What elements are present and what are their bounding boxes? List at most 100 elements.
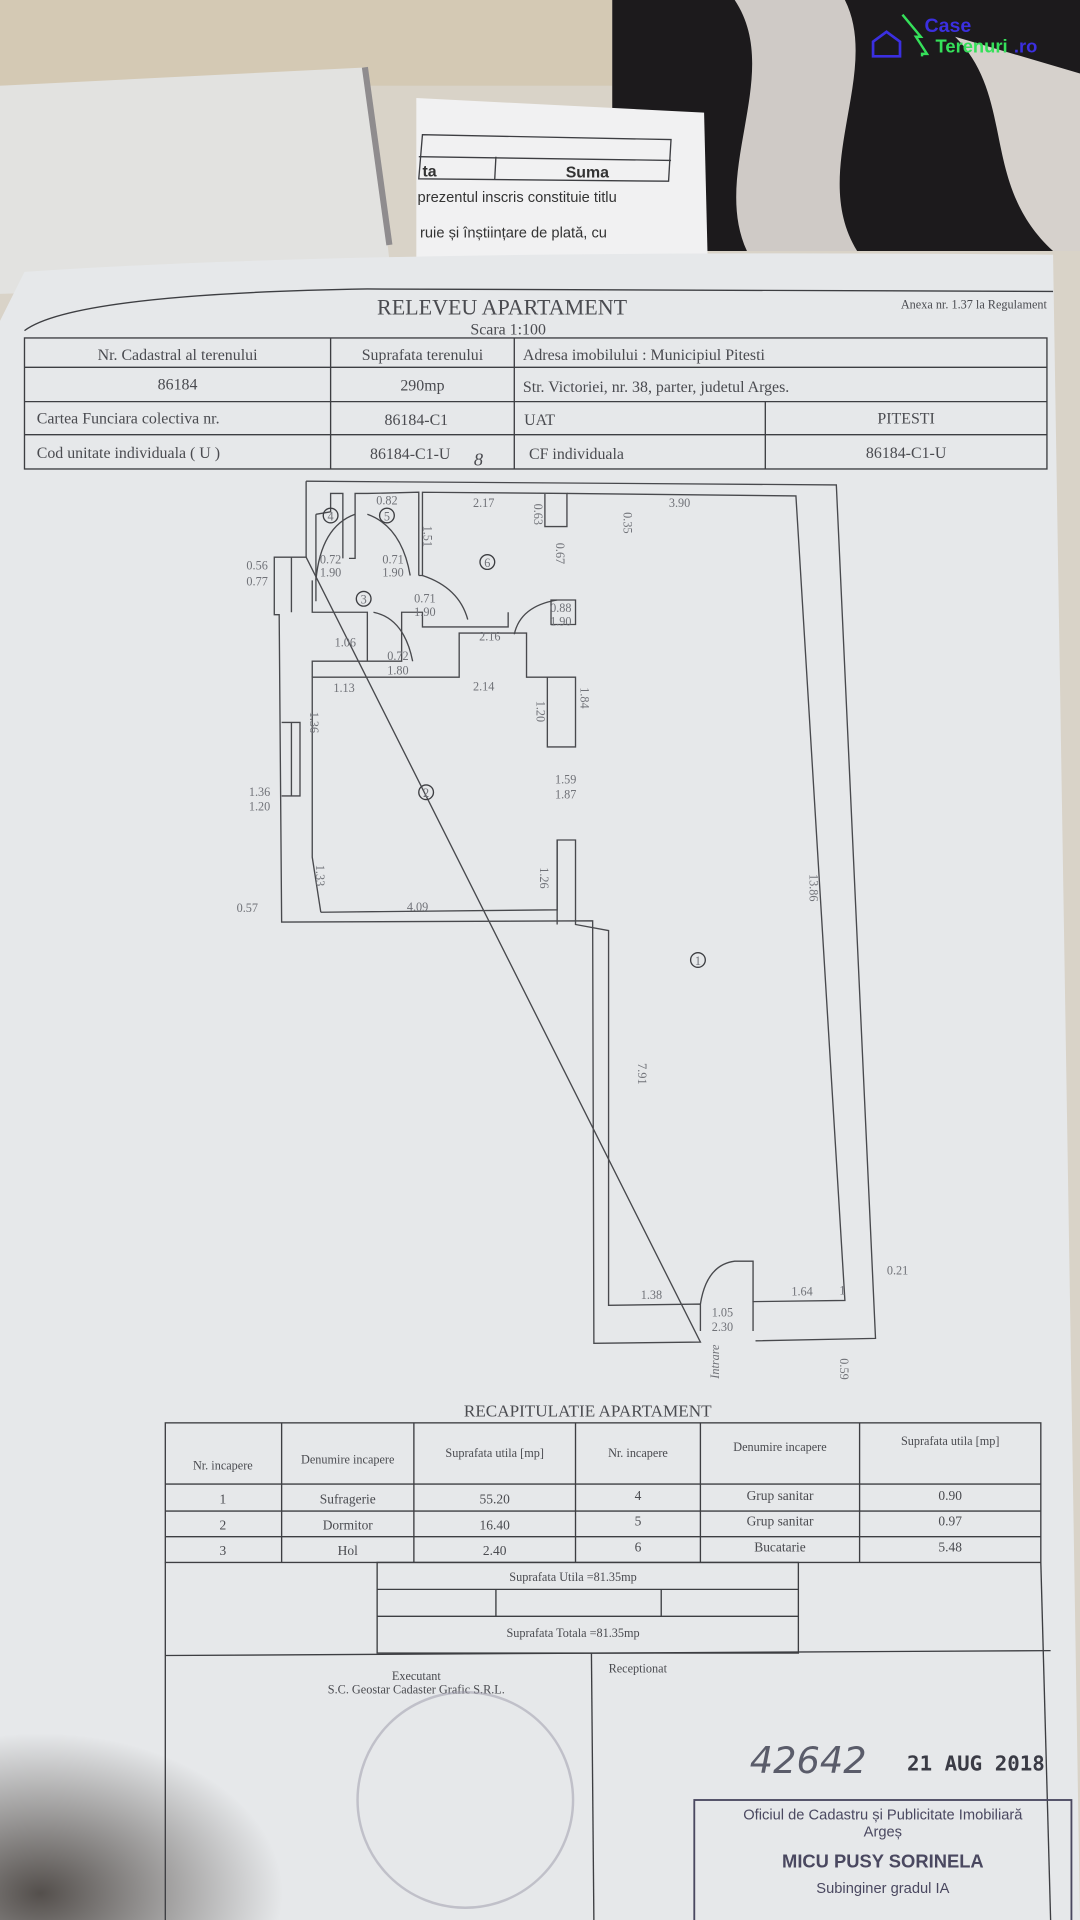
company-seal bbox=[356, 1691, 575, 1909]
room-4-marker: 4 bbox=[328, 509, 334, 523]
room-6-marker: 6 bbox=[484, 556, 490, 570]
dim-label: 1.13 bbox=[333, 681, 354, 695]
dim-label: 1.20 bbox=[533, 701, 547, 722]
table-cell: 0.90 bbox=[938, 1488, 962, 1503]
table-cell: 2 bbox=[219, 1517, 226, 1532]
dim-label: 1.90 bbox=[414, 605, 435, 619]
table-cell: Grup sanitar bbox=[747, 1488, 814, 1503]
dim-label: 1.38 bbox=[641, 1288, 662, 1302]
dim-label: 1.05 bbox=[712, 1305, 733, 1319]
cf-individual-value: 86184-C1-U bbox=[866, 445, 947, 462]
dim-label: 13.86 bbox=[806, 874, 820, 902]
received-label: Receptionat bbox=[609, 1662, 668, 1676]
dim-label: 0.71 bbox=[414, 591, 435, 605]
land-area-value: 290mp bbox=[400, 378, 444, 395]
table-row: 1 Sufragerie 55.20 4 Grup sanitar 0.90 bbox=[219, 1488, 962, 1507]
dim-label: 0.59 bbox=[837, 1358, 851, 1379]
table-cell: Hol bbox=[338, 1543, 358, 1558]
dim-label: 1.36 bbox=[249, 785, 270, 799]
table-cell: 4 bbox=[635, 1488, 642, 1503]
table-cell: 1 bbox=[219, 1492, 226, 1507]
dim-label: 1.84 bbox=[577, 687, 591, 708]
dim-label: 4.09 bbox=[407, 900, 428, 914]
dim-label: 1.90 bbox=[550, 615, 571, 629]
dim-label: 7.91 bbox=[635, 1063, 649, 1084]
recap-table: RECAPITULATIE APARTAMENT Nr. incapere De… bbox=[164, 1402, 1052, 1920]
annex-label: Anexa nr. 1.37 la Regulament bbox=[901, 298, 1048, 312]
tree-icon bbox=[901, 13, 930, 57]
room-1-marker: 1 bbox=[695, 954, 701, 968]
dim-label: 1.90 bbox=[382, 566, 403, 580]
signature-block: Executant S.C. Geostar Cadaster Grafic S… bbox=[165, 1649, 1073, 1920]
dim-label: 3.90 bbox=[669, 496, 690, 510]
dim-label: 0.67 bbox=[553, 543, 567, 564]
logo-terenuri: Terenuri bbox=[936, 36, 1008, 57]
dim-label: 1.06 bbox=[335, 636, 356, 650]
table-cell: 55.20 bbox=[480, 1492, 511, 1507]
dim-label: 0.21 bbox=[887, 1264, 908, 1278]
dim-label: 2.14 bbox=[473, 680, 494, 694]
dim-label: 0.77 bbox=[246, 574, 267, 588]
dim-label: 0.56 bbox=[246, 558, 267, 572]
executant-label: Executant bbox=[392, 1669, 442, 1683]
cf-collective-label: Cartea Funciara colectiva nr. bbox=[37, 411, 220, 428]
dim-label: 1.36 bbox=[307, 712, 321, 733]
invoice-col-suma: Suma bbox=[566, 165, 609, 182]
invoice-text-1: prezentul inscris constituie titlu bbox=[418, 190, 617, 206]
address-label: Adresa imobilului : Municipiul Pitesti bbox=[523, 347, 766, 364]
uat-label: UAT bbox=[524, 412, 555, 429]
header-cell: Nr. incapere bbox=[608, 1446, 668, 1460]
header-cell: Nr. incapere bbox=[193, 1458, 253, 1472]
watermark-logo: Case Terenuri .ro bbox=[871, 13, 1037, 58]
table-cell: 5 bbox=[635, 1514, 642, 1529]
cf-individual-label: CF individuala bbox=[529, 446, 624, 463]
dim-label: 0.82 bbox=[376, 493, 397, 507]
header-cell: Denumire incapere bbox=[733, 1440, 826, 1454]
table-cell: 3 bbox=[219, 1543, 226, 1558]
header-cell: Suprafata utila [mp] bbox=[445, 1446, 544, 1460]
table-cell: 6 bbox=[635, 1539, 642, 1554]
office-stamp bbox=[693, 1799, 1073, 1920]
dim-label: 1 bbox=[839, 1283, 845, 1297]
dim-label: 2.17 bbox=[473, 496, 494, 510]
cadastral-value: 86184 bbox=[158, 376, 198, 393]
executant-company: S.C. Geostar Cadaster Grafic S.R.L. bbox=[328, 1682, 505, 1696]
date-stamp: 21 AUG 2018 bbox=[907, 1752, 1045, 1776]
floor-plan: 1 2 3 4 5 6 0.82 2.17 0.63 0.35 3.90 1.5… bbox=[237, 480, 909, 1380]
room-3-marker: 3 bbox=[361, 593, 367, 607]
dim-label: 1.64 bbox=[791, 1285, 812, 1299]
table-cell: Dormitor bbox=[323, 1517, 374, 1532]
table-cell: 5.48 bbox=[938, 1539, 962, 1554]
page-title: RELEVEU APARTAMENT bbox=[377, 295, 628, 320]
dim-label: 1.80 bbox=[387, 664, 408, 678]
dim-label: 0.71 bbox=[382, 552, 403, 566]
unit-handwritten-number: 8 bbox=[474, 449, 483, 469]
logo-ro: .ro bbox=[1014, 36, 1037, 57]
table-cell: Sufragerie bbox=[320, 1492, 376, 1507]
stamp-title: Subinginer gradul IA bbox=[816, 1881, 949, 1897]
invoice-text-2: ruie și înștiințare de plată, cu bbox=[420, 226, 607, 242]
header-cell: Suprafata utila [mp] bbox=[901, 1434, 1000, 1448]
house-icon bbox=[871, 30, 902, 58]
land-area-label: Suprafata terenului bbox=[362, 347, 484, 364]
room-2-marker: 2 bbox=[423, 786, 429, 800]
shadow bbox=[0, 1653, 405, 1920]
stamp-office: Oficiul de Cadastru și Publicitate Imobi… bbox=[743, 1808, 1023, 1824]
table-cell: 2.40 bbox=[483, 1543, 507, 1558]
unit-code-label: Cod unitate individuala ( U ) bbox=[37, 445, 220, 462]
dim-label: 0.72 bbox=[320, 552, 341, 566]
dim-label: 0.88 bbox=[550, 601, 571, 615]
dim-label: 0.57 bbox=[237, 901, 258, 915]
table-cell: Grup sanitar bbox=[747, 1514, 814, 1529]
cadastral-label: Nr. Cadastral al terenului bbox=[98, 347, 258, 364]
dim-label: 2.30 bbox=[712, 1320, 733, 1334]
entrance-label: Intrare bbox=[708, 1344, 722, 1380]
document-page bbox=[0, 253, 1080, 1920]
room-5-marker: 5 bbox=[384, 509, 390, 523]
stamp-name: MICU PUSY SORINELA bbox=[782, 1850, 984, 1871]
back-paper-left bbox=[0, 67, 392, 294]
table-cell: 16.40 bbox=[480, 1517, 511, 1532]
dimension-labels: 0.82 2.17 0.63 0.35 3.90 1.51 0.67 0.56 … bbox=[237, 493, 909, 1379]
